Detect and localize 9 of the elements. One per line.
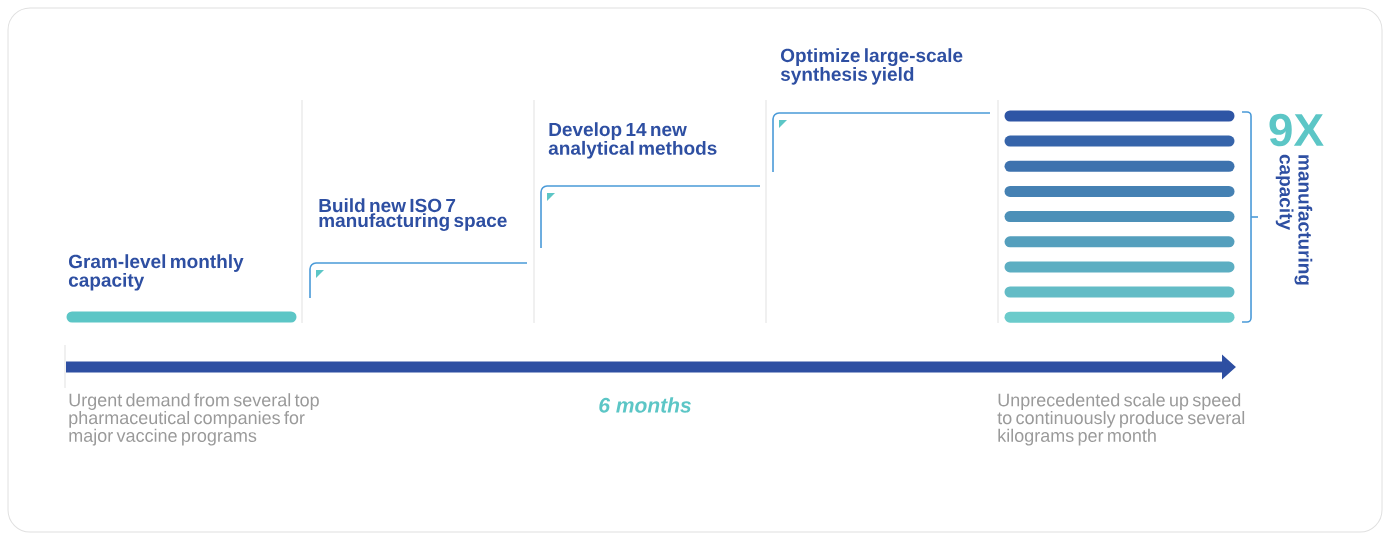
step-label: Gram-level monthly capacity — [68, 254, 244, 291]
multiplier-label: 9X — [1269, 113, 1324, 147]
note-text: Urgent demand from several top pharmaceutical companies for major vaccine programs — [69, 393, 319, 446]
note-text: Unprecedented scale up speed to continuously produce several kilograms per month — [997, 393, 1245, 446]
step-label: Optimize large-scale synthesis yield — [780, 48, 963, 85]
duration-label: 6 months — [599, 397, 691, 413]
vertical-label: manufacturing capacity — [1275, 154, 1313, 285]
step-label: Develop 14 new analytical methods — [548, 122, 717, 159]
step-label: Build new ISO 7 manufacturing space — [319, 198, 507, 231]
